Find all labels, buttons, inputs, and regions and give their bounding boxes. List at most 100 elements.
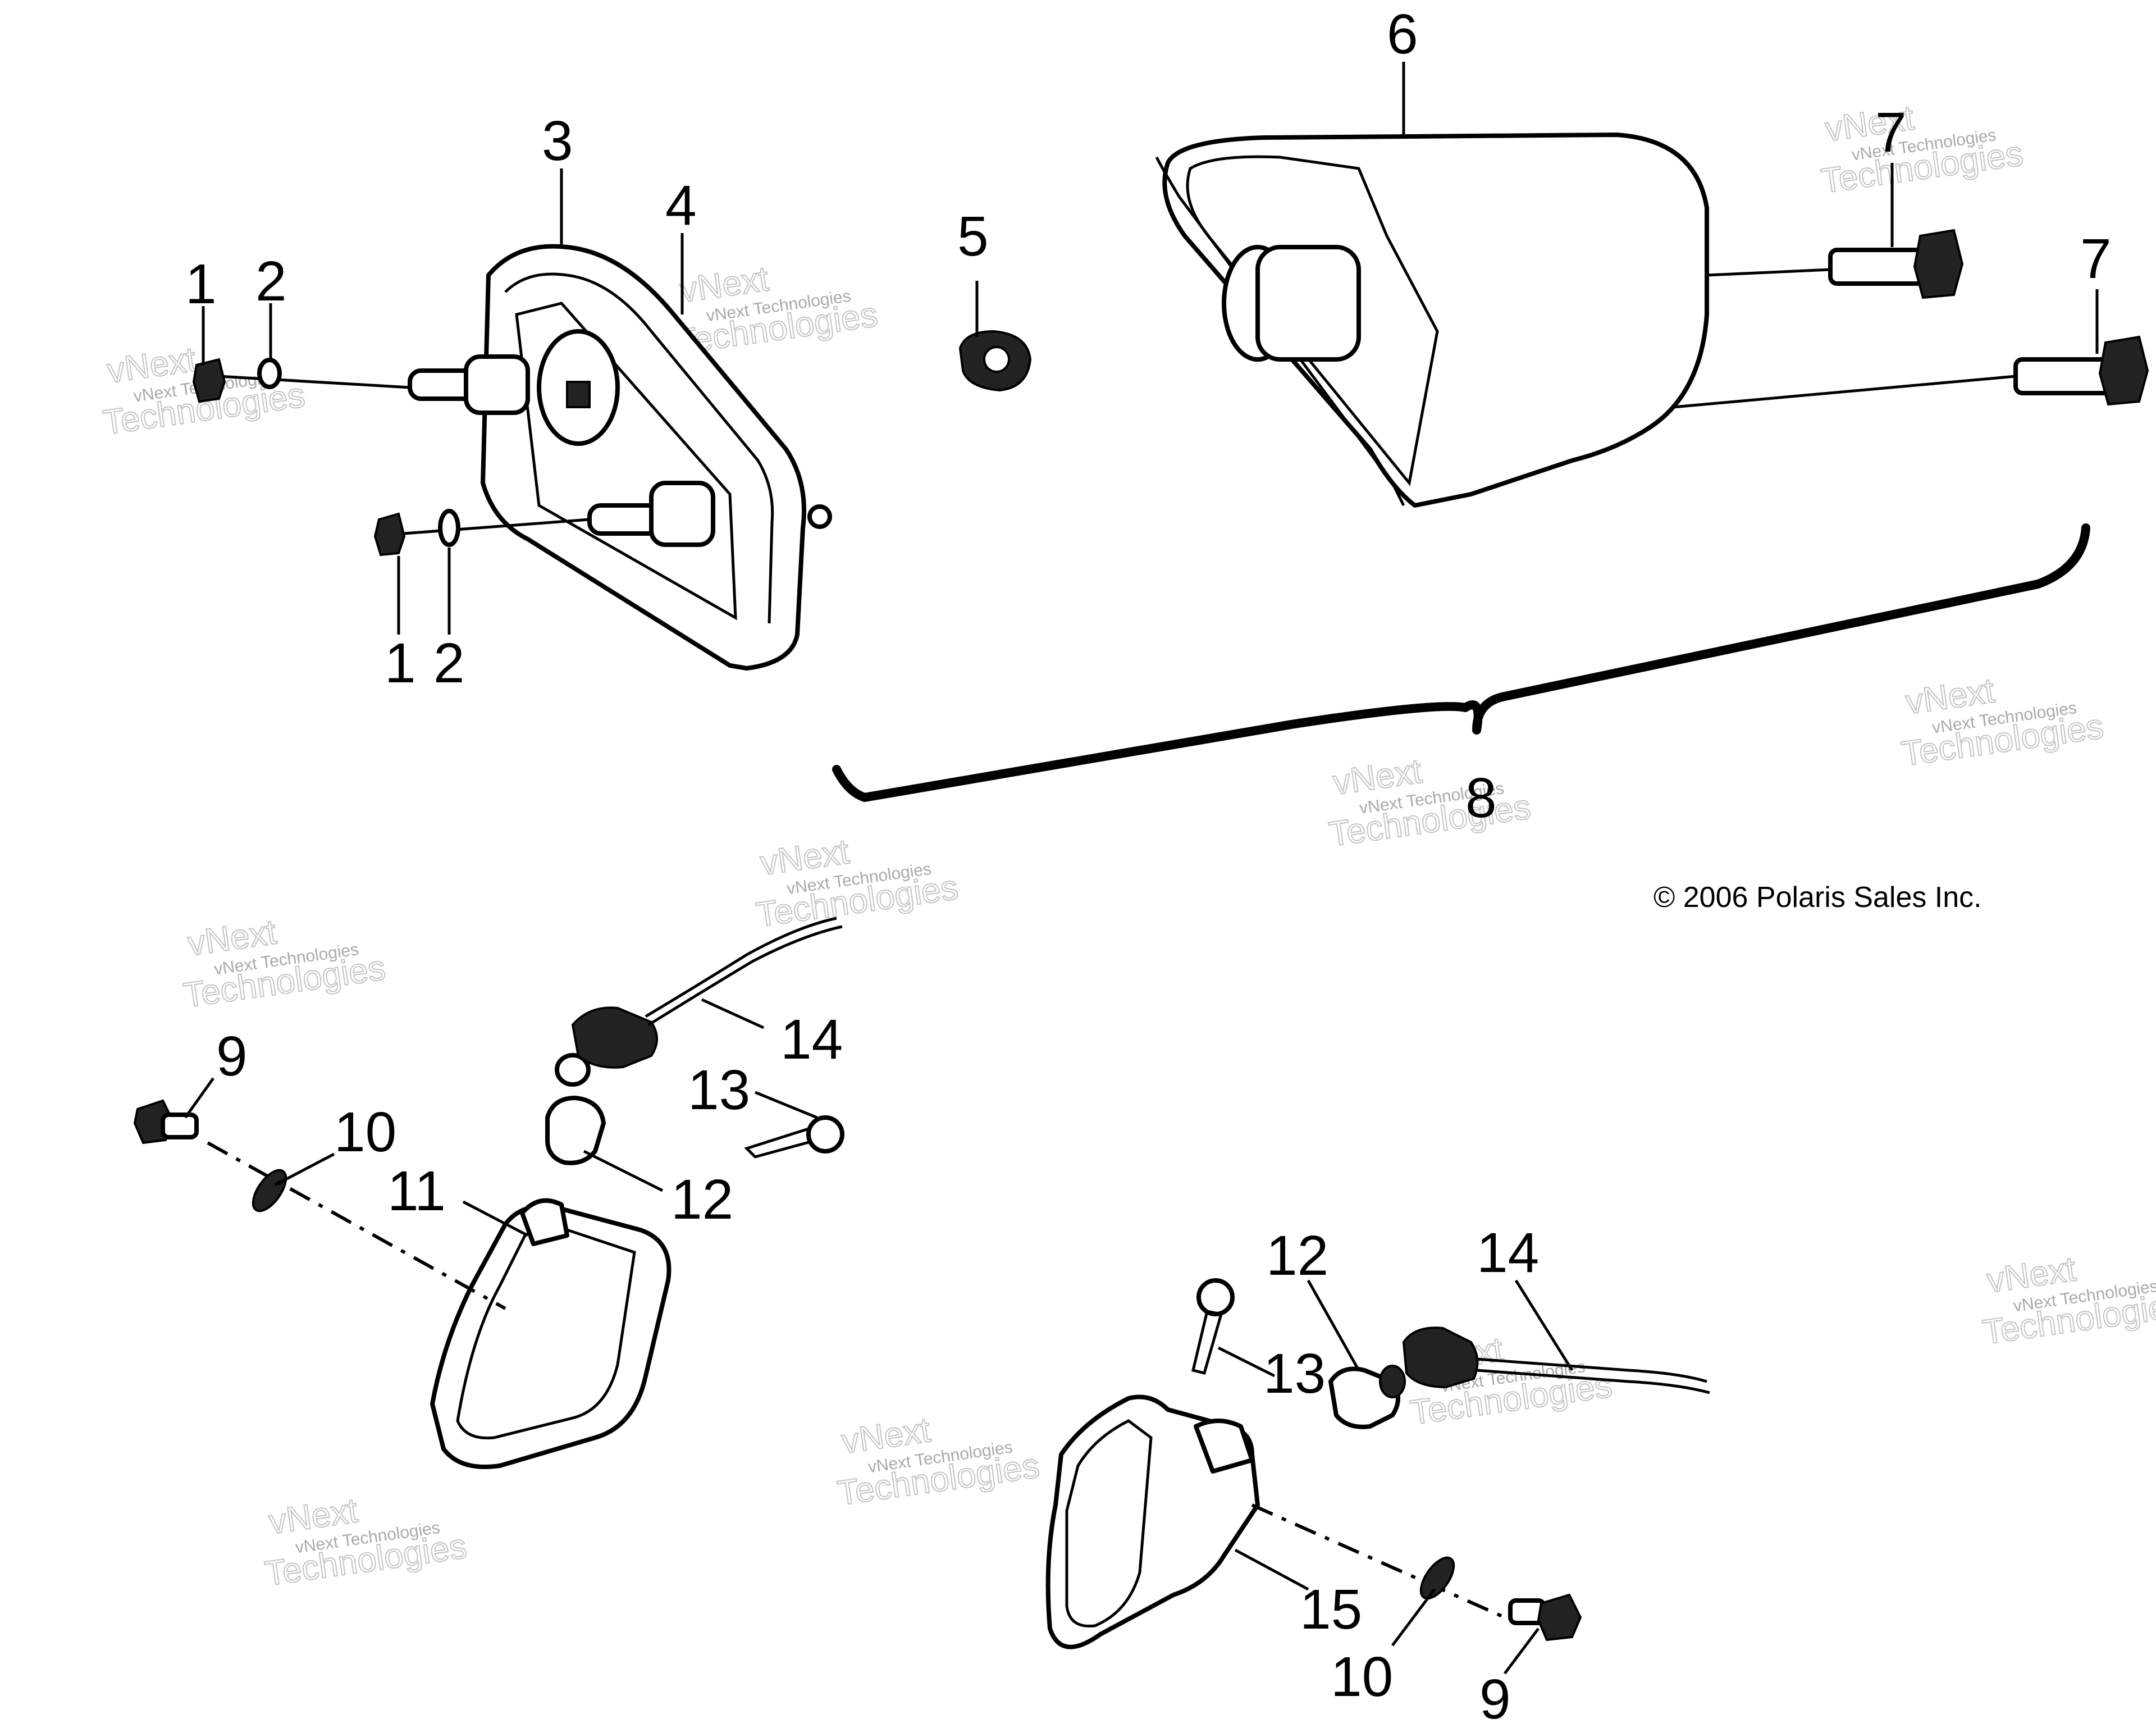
callout-line [1514,1279,1574,1371]
screw-head [1196,1278,1235,1316]
callout-10: 10 [1331,1645,1393,1708]
watermark: vNext vNext Technologies Technologies [1818,98,2026,201]
callout-line [1217,1346,1276,1378]
socket-wire [1476,1369,1710,1394]
callout-13: 13 [1263,1342,1326,1405]
screw-icon [1191,1310,1223,1375]
callout-3: 3 [542,110,573,172]
callout-12: 12 [1266,1224,1328,1287]
callout-11: 11 [387,1160,446,1223]
tail-light-base-assembly [192,168,832,671]
callout-12: 12 [671,1168,733,1231]
socket-wire [647,925,843,1027]
socket-icon [571,1006,658,1069]
callout-line [1391,1588,1436,1647]
callout-9: 9 [216,1025,248,1088]
watermark: vNext vNext Technologies Technologies [834,1410,1042,1513]
callout-4: 4 [665,174,697,237]
callout-line [274,1152,335,1187]
callout-2: 2 [433,632,465,695]
push-rivet-assembly [958,281,1032,392]
washer-icon [438,509,460,547]
lower-stud-base [649,481,715,547]
watermark: vNext vNext Technologies Technologies [181,912,389,1015]
screw-icon [2013,357,2113,395]
nut-icon [373,512,406,557]
left-marker-light-assembly [133,917,844,1469]
lens-inner-edge [1186,155,1439,486]
screw-shank [161,1113,199,1139]
callout-2: 2 [255,250,287,313]
callout-14: 14 [780,1008,843,1071]
assembly-brace [832,523,2090,802]
callout-9: 9 [1479,1668,1511,1725]
assembly-line [1251,1503,1506,1619]
washer-icon [257,358,282,389]
watermark: vNext vNext Technologies Technologies [1980,1249,2156,1352]
socket-slot [566,381,591,408]
side-pin [807,504,832,529]
callout-13: 13 [688,1059,750,1121]
upper-stud-base [464,354,530,415]
callout-7: 7 [2080,227,2112,290]
callout-line [1504,1627,1540,1675]
callout-line [184,1077,215,1119]
tail-light-lens [1162,133,1709,508]
push-rivet-center [983,346,1010,373]
lens-flange [1155,156,1405,507]
callout-line [701,998,765,1029]
screw-icon [1828,248,1928,286]
bulb-icon [545,1096,606,1165]
callout-7: 7 [1875,101,1907,164]
screw-head [2098,335,2149,406]
bulb-base [1379,1365,1406,1398]
socket-wire [645,917,837,1018]
callout-line [462,1200,529,1237]
callout-line [755,1091,817,1119]
right-marker-housing [1045,1394,1260,1649]
washer-icon [252,1169,287,1212]
left-marker-housing [430,1204,672,1469]
callout-line [1307,1279,1360,1371]
right-marker-lens-edge [1065,1419,1153,1628]
assembly-line [404,518,590,535]
assembly-line [1673,375,2016,409]
watermark: vNext vNext Technologies Technologies [1899,671,2107,774]
callout-5: 5 [957,205,989,268]
watermark: vNext vNext Technologies Technologies [753,832,961,935]
right-marker-tab [1194,1419,1254,1474]
nut-icon [192,358,226,403]
assembly-line [1706,268,1831,277]
assembly-line [207,1141,506,1310]
right-marker-light-assembly [1045,1278,1710,1675]
copyright-notice: © 2006 Polaris Sales Inc. [1653,881,1982,914]
screw-icon [1537,1593,1582,1642]
tail-light-base-rim [504,272,774,624]
callout-1: 1 [185,253,217,316]
callout-8: 8 [1465,767,1497,829]
tail-light-lens-assembly [1155,62,2149,508]
watermark-grid: vNext vNext Technologies Technologies vN… [100,98,2156,1594]
screw-head [806,1115,844,1153]
tail-light-base-inner [515,302,737,621]
callout-line [1234,1548,1309,1591]
bulb-tip [555,1053,591,1087]
callout-15: 15 [1300,1578,1362,1641]
callout-6: 6 [1387,3,1418,66]
callout-1: 1 [385,632,416,695]
lens-bulb-base [1255,245,1361,362]
left-marker-tab [520,1198,569,1246]
screw-head [1913,229,1964,299]
watermark: vNext vNext Technologies Technologies [262,1490,469,1594]
assembly-line [218,375,410,389]
socket-wire [1476,1357,1707,1383]
callout-14: 14 [1477,1221,1539,1284]
watermark: vNext vNext Technologies Technologies [1326,751,1534,855]
watermark: vNext vNext Technologies Technologies [673,259,880,362]
callout-line [583,1150,664,1192]
callout-labels: 1 2 1 2 3 4 5 6 7 7 8 © 2006 Polaris Sal… [185,3,2112,1728]
washer-icon [1419,1556,1455,1600]
callout-10: 10 [334,1101,396,1164]
